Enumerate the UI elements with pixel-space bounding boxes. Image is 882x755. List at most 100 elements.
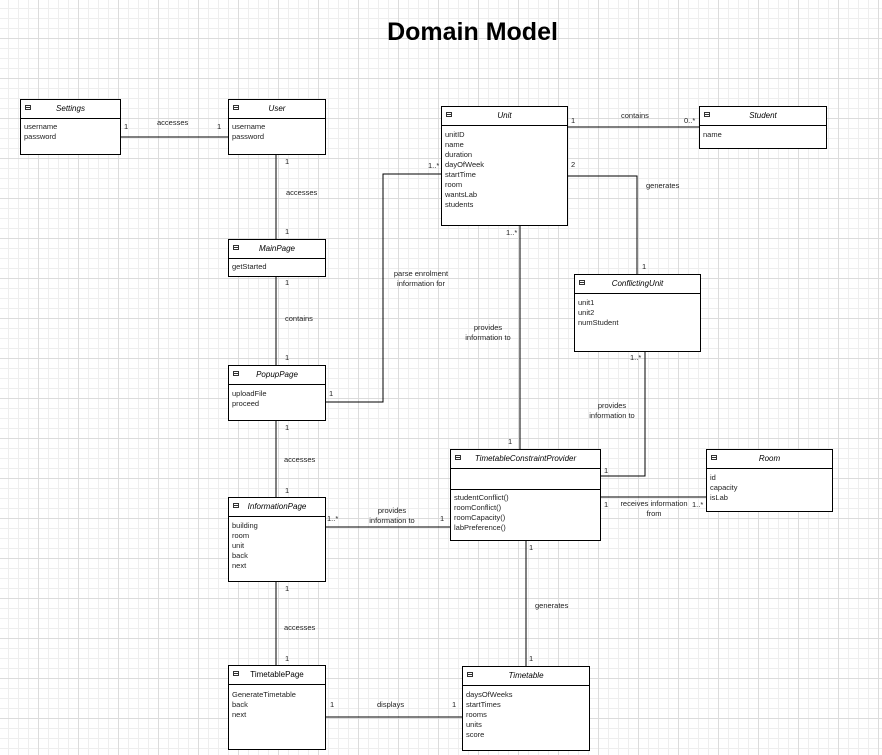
relation-label: accesses	[157, 118, 189, 127]
relation-label: accesses	[284, 623, 316, 632]
multiplicity: 1..*	[327, 514, 339, 523]
attribute: room	[445, 180, 463, 189]
multiplicity: 1	[285, 423, 290, 432]
class-name: Timetable	[508, 671, 544, 680]
relation-label: generates	[535, 601, 569, 610]
class-room[interactable]: Room id capacity isLab	[706, 449, 833, 512]
attribute: numStudent	[578, 318, 619, 327]
class-icon	[711, 455, 717, 460]
attribute: isLab	[710, 493, 728, 502]
class-icon	[704, 112, 710, 117]
attribute: wantsLab	[445, 190, 478, 199]
multiplicity: 1	[330, 700, 335, 709]
class-timetableconstraintprovider[interactable]: TimetableConstraintProvider studentConfl…	[450, 449, 601, 541]
class-name: PopupPage	[256, 370, 298, 379]
class-student[interactable]: Student name	[699, 106, 827, 149]
relation-label: accesses	[286, 188, 318, 197]
attribute: score	[466, 730, 485, 739]
attribute: unit	[232, 541, 245, 550]
attribute: next	[232, 710, 247, 719]
attribute: startTime	[445, 170, 476, 179]
method: roomConflict()	[454, 503, 502, 512]
relation-label: provides information to	[465, 323, 511, 342]
class-unit[interactable]: Unit unitID name duration dayOfWeek star…	[441, 106, 568, 226]
attribute: duration	[445, 150, 473, 159]
class-icon	[446, 112, 452, 117]
class-timetable[interactable]: Timetable daysOfWeeks startTimes rooms u…	[462, 666, 590, 751]
attribute: unit1	[578, 298, 595, 307]
multiplicity: 1	[285, 227, 290, 236]
attribute: id	[710, 473, 716, 482]
multiplicity: 1	[285, 278, 290, 287]
multiplicity: 1	[285, 157, 290, 166]
multiplicity: 1	[124, 122, 129, 131]
attribute: room	[232, 531, 250, 540]
multiplicity: 1	[285, 654, 290, 663]
class-icon	[233, 245, 239, 250]
class-icon	[25, 105, 31, 110]
multiplicity: 1	[217, 122, 222, 131]
relation-label: provides information to	[369, 506, 415, 525]
class-conflictingunit[interactable]: ConflictingUnit unit1 unit2 numStudent	[574, 274, 701, 352]
multiplicity: 1	[329, 389, 334, 398]
relation-label: parse enrolment information for	[393, 269, 449, 288]
multiplicity: 1	[285, 353, 290, 362]
class-timetablepage[interactable]: TimetablePage GenerateTimetable back nex…	[228, 665, 326, 750]
class-name: TimetablePage	[250, 670, 304, 679]
multiplicity: 1	[604, 466, 609, 475]
attribute: name	[703, 130, 722, 139]
attribute: password	[232, 132, 265, 141]
class-name: Unit	[497, 111, 512, 120]
class-name: Room	[758, 454, 781, 463]
attribute: getStarted	[232, 262, 267, 271]
empty-attribute-section	[451, 469, 600, 490]
multiplicity: 1..*	[692, 500, 704, 509]
multiplicity: 0..*	[684, 116, 696, 125]
multiplicity: 2	[571, 160, 576, 169]
multiplicity: 1	[571, 116, 576, 125]
class-icon	[233, 503, 239, 508]
relation-label: provides information to	[589, 401, 635, 420]
method: labPreference()	[454, 523, 506, 532]
class-name: Settings	[56, 104, 85, 113]
attribute: startTimes	[466, 700, 501, 709]
class-icon	[233, 671, 239, 676]
multiplicity: 1	[285, 486, 290, 495]
method: roomCapacity()	[454, 513, 506, 522]
class-informationpage[interactable]: InformationPage building room unit back …	[228, 497, 326, 582]
edge-popup-unit	[326, 173, 441, 403]
method: studentConflict()	[454, 493, 509, 502]
relation-label: receives information from	[620, 499, 688, 518]
attribute: unit2	[578, 308, 595, 317]
multiplicity: 1	[642, 262, 647, 271]
attribute: unitID	[445, 130, 465, 139]
attribute: name	[445, 140, 464, 149]
class-icon	[455, 455, 461, 460]
attribute: username	[24, 122, 58, 131]
attribute: units	[466, 720, 482, 729]
class-mainpage[interactable]: MainPage getStarted	[228, 239, 326, 277]
class-icon	[467, 672, 473, 677]
multiplicity: 1	[508, 437, 513, 446]
attribute: GenerateTimetable	[232, 690, 296, 699]
multiplicity: 1..*	[428, 161, 440, 170]
class-name: InformationPage	[247, 502, 307, 511]
diagram-title: Domain Model	[387, 18, 558, 46]
class-name: TimetableConstraintProvider	[474, 454, 577, 463]
relation-label: generates	[646, 181, 680, 190]
attribute: capacity	[710, 483, 738, 492]
relation-label: contains	[621, 111, 649, 120]
attribute: proceed	[232, 399, 260, 408]
attribute: next	[232, 561, 247, 570]
multiplicity: 1..*	[506, 228, 518, 237]
edge-conflicting-tcp	[601, 352, 646, 477]
attribute: dayOfWeek	[445, 160, 485, 169]
attribute: password	[24, 132, 57, 141]
class-icon	[579, 280, 585, 285]
attribute: back	[232, 700, 248, 709]
multiplicity: 1	[529, 543, 534, 552]
